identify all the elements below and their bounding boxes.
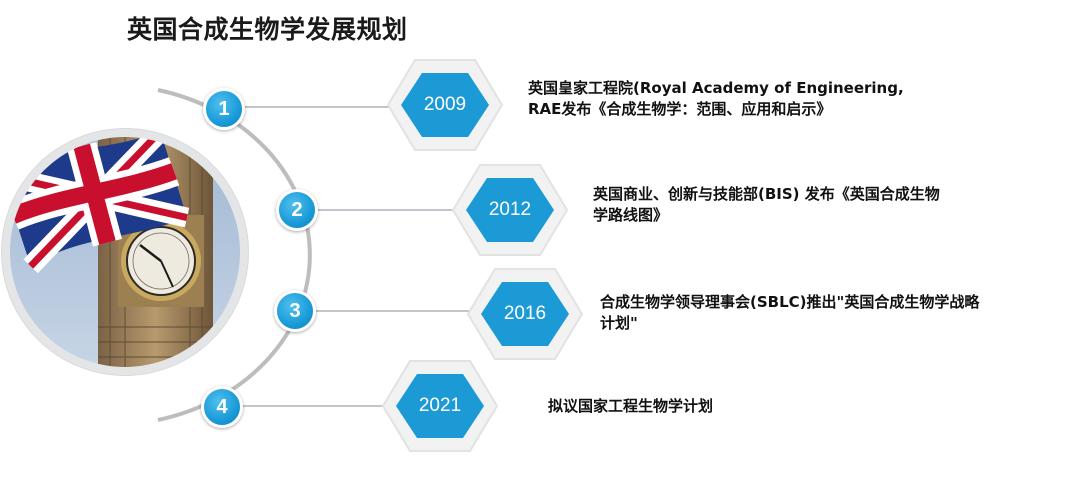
year-label-1: 2009	[423, 94, 467, 115]
milestone-badge-2: 2	[276, 189, 318, 231]
year-hexagon-2: 2012	[450, 160, 570, 260]
year-hexagon-3: 2016	[465, 264, 585, 364]
year-hexagon-4: 2021	[380, 356, 500, 456]
milestone-text-4: 拟议国家工程生物学计划	[548, 397, 714, 415]
milestone-badge-3: 3	[274, 290, 316, 332]
year-label-2: 2012	[488, 199, 532, 220]
page-title: 英国合成生物学发展规划	[127, 15, 408, 44]
year-label-3: 2016	[503, 303, 547, 324]
year-label-4: 2021	[418, 395, 462, 416]
milestone-text-3: 合成生物学领导理事会(SBLC)推出"英国合成生物学战略 计划"	[600, 293, 980, 332]
uk-flag-big-ben-image	[0, 127, 250, 381]
milestone-badge-1: 1	[203, 88, 245, 130]
year-hexagon-1: 2009	[385, 55, 505, 155]
milestone-text-1: 英国皇家工程院(Royal Academy of Engineering, RA…	[528, 79, 904, 118]
milestone-text-2: 英国商业、创新与技能部(BIS) 发布《英国合成生物 学路线图》	[593, 185, 940, 224]
milestone-badge-4: 4	[201, 386, 243, 428]
